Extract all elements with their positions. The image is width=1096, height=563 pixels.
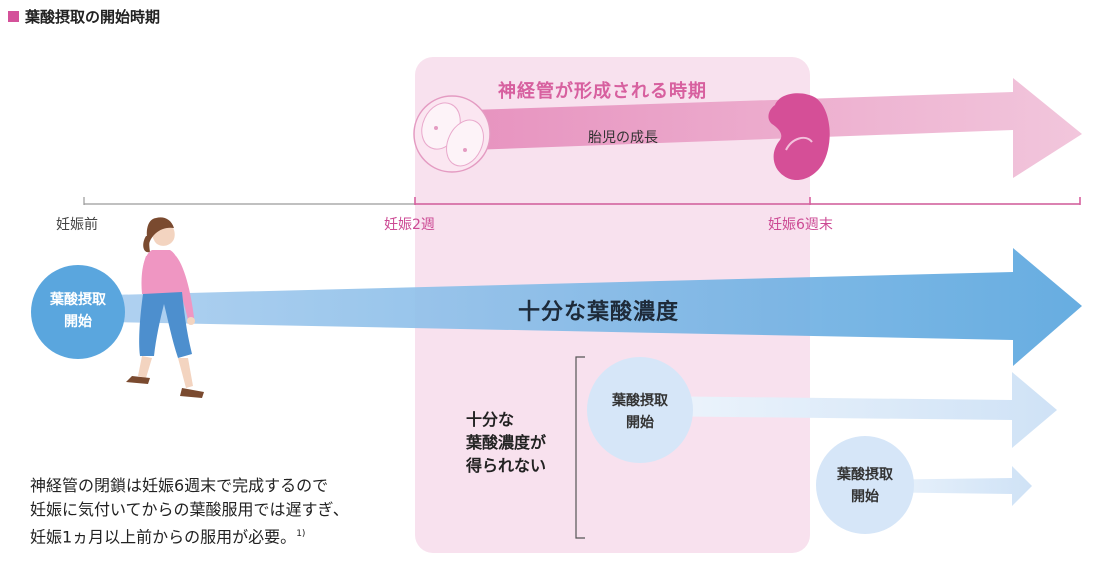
start-circle-pre-pregnancy — [31, 265, 125, 359]
explanatory-note: 神経管の閉鎖は妊娠6週末で完成するので 妊娠に気付いてからの葉酸服用では遅すぎ、… — [30, 476, 349, 547]
fetus-icon — [768, 93, 830, 181]
timeline-label-week6-end: 妊娠6週末 — [768, 217, 833, 233]
sufficient-folate-label: 十分な葉酸濃度 — [518, 300, 680, 325]
timeline — [83, 197, 1081, 205]
diagram-title: 葉酸摂取の開始時期 — [8, 6, 160, 27]
start-label-pre-pregnancy: 葉酸摂取 開始 — [50, 292, 106, 330]
late-start-arrow-1 — [640, 372, 1057, 448]
insufficient-folate-text: 十分な 葉酸濃度が 得られない — [466, 410, 547, 475]
start-circle-week6 — [816, 436, 914, 534]
timeline-label-week2: 妊娠2週 — [384, 217, 435, 233]
title-marker-icon — [8, 11, 19, 22]
insufficient-bracket — [575, 356, 585, 539]
reference-marker: 1) — [296, 529, 306, 539]
start-label-week6: 葉酸摂取 開始 — [837, 467, 893, 505]
diagram-title-text: 葉酸摂取の開始時期 — [25, 8, 161, 26]
sufficient-folate-arrow — [110, 248, 1082, 366]
woman-walking-icon — [126, 217, 204, 398]
start-label-week2: 葉酸摂取 開始 — [612, 393, 668, 431]
start-circle-week2 — [587, 357, 693, 463]
embryo-cell-icon — [413, 95, 491, 173]
fetal-growth-label: 胎児の成長 — [588, 130, 658, 146]
timeline-label-before-pregnancy: 妊娠前 — [56, 217, 98, 233]
fetal-growth-arrow — [470, 78, 1082, 178]
late-start-arrow-2 — [860, 466, 1032, 506]
neural-tube-period-label: 神経管が形成される時期 — [498, 81, 707, 102]
